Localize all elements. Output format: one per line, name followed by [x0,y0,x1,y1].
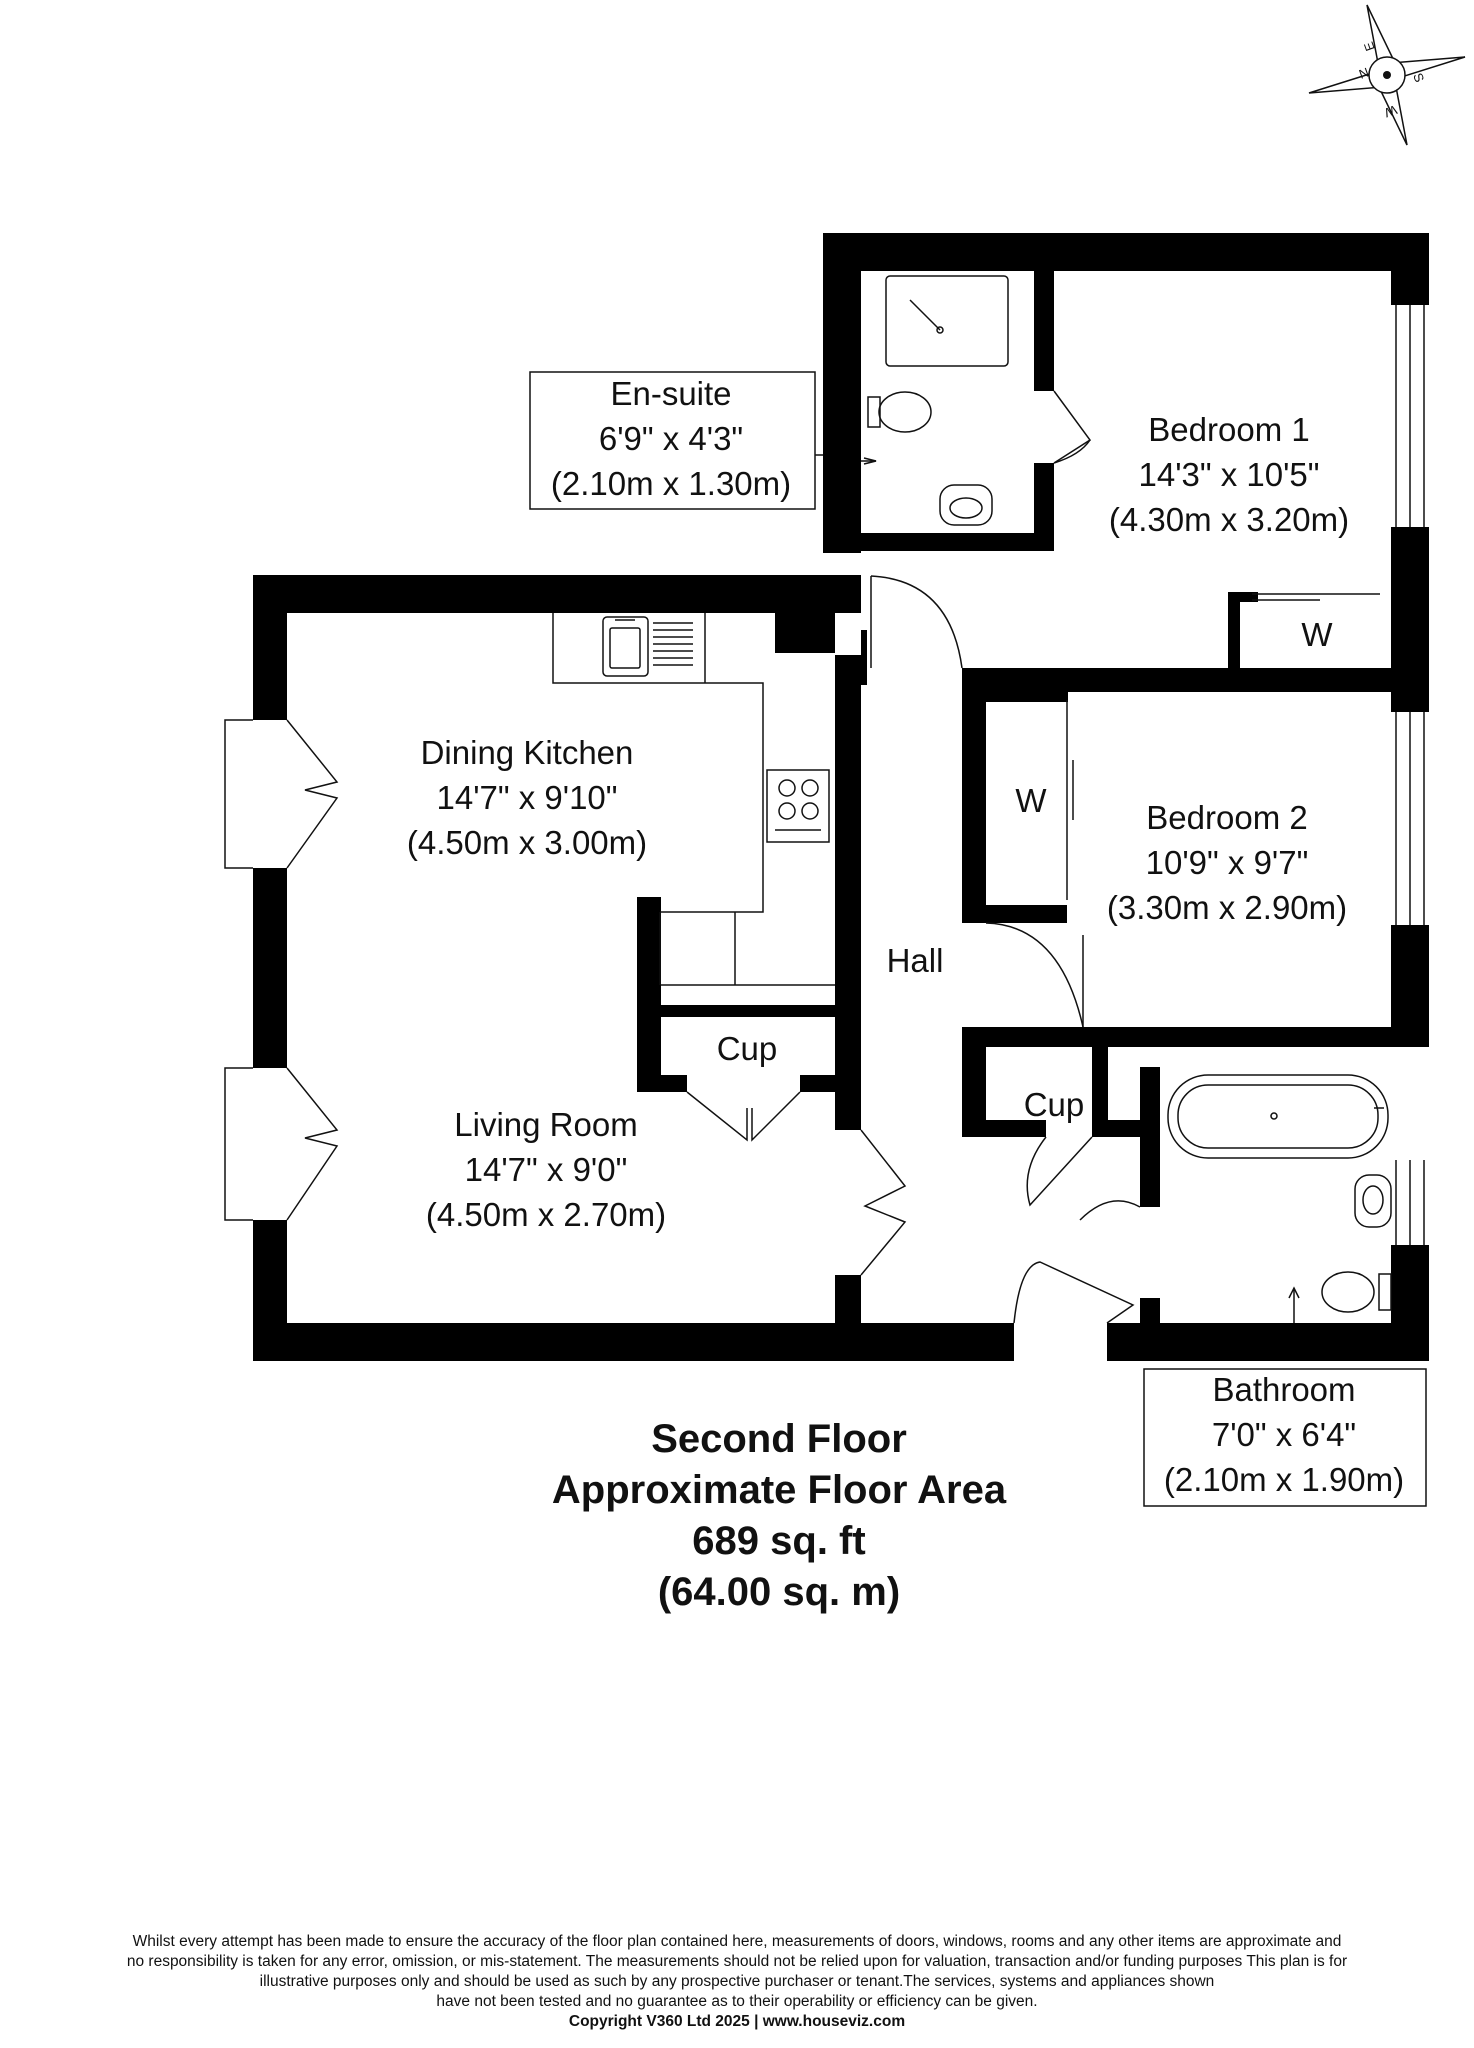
wall-left-ensuite [823,233,861,553]
dining-kitchen-metric: (4.50m x 3.00m) [407,824,647,861]
bedroom2-metric: (3.30m x 2.90m) [1107,889,1347,926]
room-labels: En-suite 6'9" x 4'3" (2.10m x 1.30m) Bed… [127,375,1404,2030]
wall-bedroom2-left [962,668,986,923]
wall-left-lower [253,1220,287,1361]
disclaimer-line-1: Whilst every attempt has been made to en… [133,1933,1342,1950]
area-label: Approximate Floor Area [552,1468,1007,1512]
bedroom2-name: Bedroom 2 [1146,799,1307,836]
wall-right-bedroom1-upper [1391,233,1429,305]
compass-w: W [1382,102,1399,121]
wall-hall-left [835,655,861,1130]
wall-ensuite-bottom [861,533,1054,551]
wall-right-bedroom2 [1391,692,1429,712]
copyright: Copyright V360 Ltd 2025 | www.houseviz.c… [569,2013,905,2030]
wall-ensuite-bedroom1 [1034,271,1054,391]
bedroom1-metric: (4.30m x 3.20m) [1109,501,1349,538]
disclaimer-line-3: illustrative purposes only and should be… [260,1973,1215,1990]
wall-bottom-living [253,1323,1014,1361]
disclaimer-line-4: have not been tested and no guarantee as… [436,1993,1037,2010]
wall-bathroom-left [1140,1067,1160,1207]
room-bedroom2: Bedroom 2 10'9" x 9'7" (3.30m x 2.90m) [1107,799,1347,926]
wall-top-bedroom1 [823,233,1429,271]
cupboard-hall-label: Cup [1024,1086,1085,1123]
living-name: Living Room [454,1106,637,1143]
ensuite-metric: (2.10m x 1.30m) [551,465,791,502]
wall-ensuite-bedroom1-lower [1034,463,1054,533]
hall-label: Hall [887,942,944,979]
wardrobe-bed1-label: W [1301,616,1333,653]
wardrobe-bed2-label: W [1015,782,1047,819]
wall-bed1-bed2 [962,668,1429,692]
walls [253,233,1429,1361]
bathroom-imperial: 7'0" x 6'4" [1212,1416,1356,1453]
room-bathroom: Bathroom 7'0" x 6'4" (2.10m x 1.90m) [1164,1371,1404,1498]
bedroom1-imperial: 14'3" x 10'5" [1139,456,1320,493]
fixtures [224,275,1427,1507]
wall-bottom-bathroom [1107,1323,1429,1361]
room-dining-kitchen: Dining Kitchen 14'7" x 9'10" (4.50m x 3.… [407,734,647,861]
area-sqm: (64.00 sq. m) [658,1570,900,1614]
wall-top-kitchen [253,575,861,613]
wall-bed2-bath [962,1027,1429,1047]
room-bedroom1: Bedroom 1 14'3" x 10'5" (4.30m x 3.20m) [1109,411,1349,538]
ensuite-imperial: 6'9" x 4'3" [599,420,743,457]
bedroom2-imperial: 10'9" x 9'7" [1146,844,1309,881]
compass-n: N [1357,65,1371,82]
room-ensuite: En-suite 6'9" x 4'3" (2.10m x 1.30m) [551,375,791,502]
wall-left-upper [253,575,287,720]
cupboard-living-label: Cup [717,1030,778,1067]
disclaimer-line-2: no responsibility is taken for any error… [127,1953,1347,1970]
living-imperial: 14'7" x 9'0" [465,1151,628,1188]
ensuite-name: En-suite [610,375,731,412]
bathroom-name: Bathroom [1212,1371,1355,1408]
wall-left-mid [253,868,287,1068]
bedroom1-name: Bedroom 1 [1148,411,1309,448]
dining-kitchen-name: Dining Kitchen [421,734,634,771]
floor-title: Second Floor [651,1417,907,1461]
living-metric: (4.50m x 2.70m) [426,1196,666,1233]
bathroom-metric: (2.10m x 1.90m) [1164,1461,1404,1498]
room-living: Living Room 14'7" x 9'0" (4.50m x 2.70m) [426,1106,666,1233]
dining-kitchen-imperial: 14'7" x 9'10" [437,779,618,816]
floor-summary: Second Floor Approximate Floor Area 689 … [552,1417,1007,1614]
compass-icon: N E S W [1308,4,1466,146]
disclaimer: Whilst every attempt has been made to en… [127,1933,1347,2030]
area-sqft: 689 sq. ft [692,1519,865,1563]
